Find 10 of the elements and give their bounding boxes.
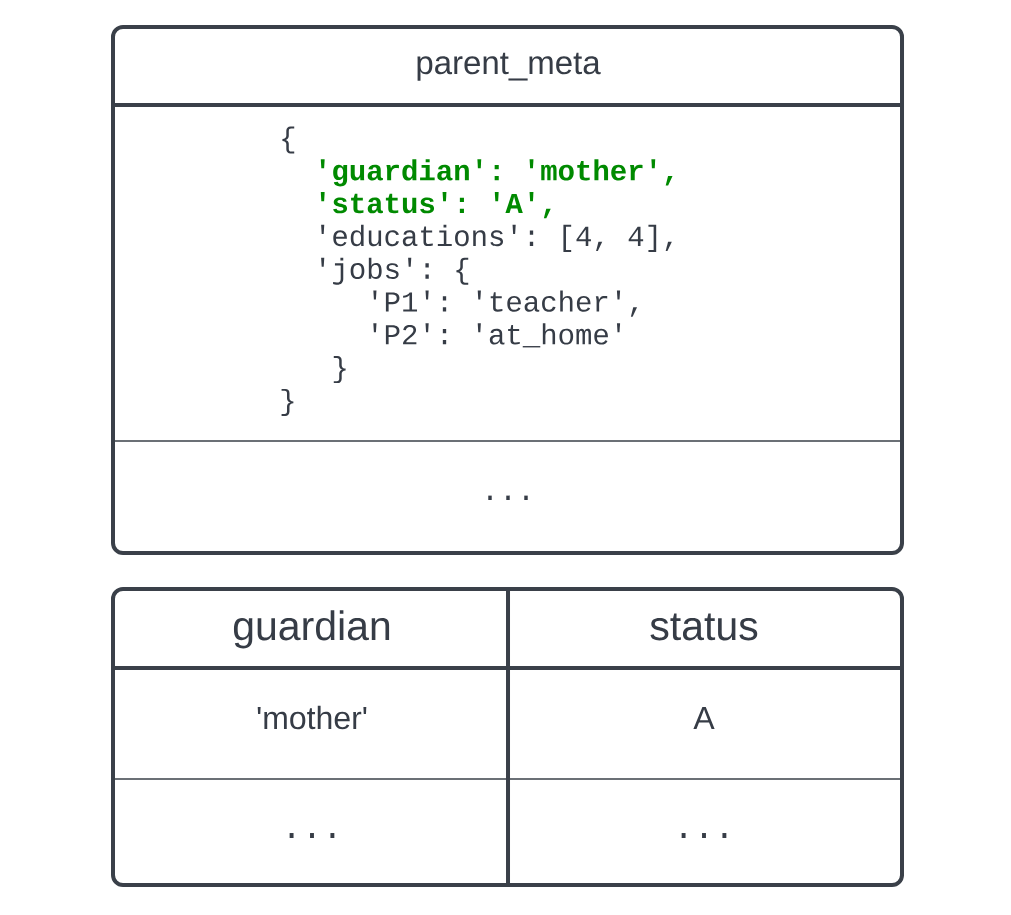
table-frame	[111, 587, 904, 887]
ellipsis: ...	[681, 833, 727, 838]
code-text: { 'guardian': 'mother', 'status': 'A', 'educations': [4, 4], 'jobs': { 'P1': 'teacher', 'P2': 'at_home' } }	[281, 126, 673, 416]
table-value: 'mother'	[257, 705, 367, 730]
ellipsis: ...	[289, 833, 335, 838]
table-value: A	[693, 707, 715, 729]
table-title: parent_meta	[417, 52, 601, 81]
ellipsis: ...	[488, 495, 528, 500]
column-header: guardian	[233, 610, 390, 649]
column-header: status	[650, 613, 758, 641]
